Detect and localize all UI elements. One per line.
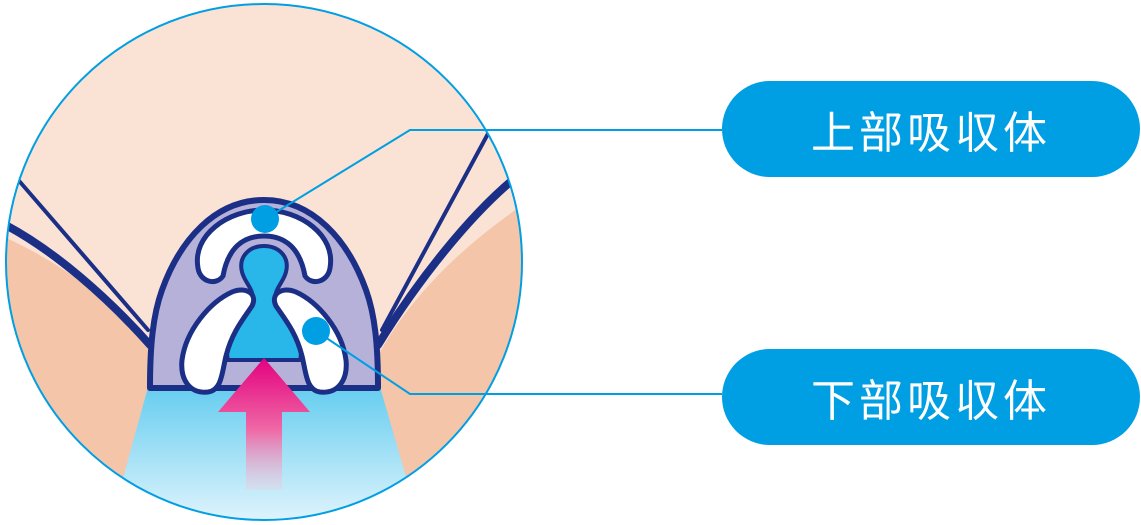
- cross-section-view: [6, 4, 522, 520]
- magnifier-circle: [5, 3, 523, 521]
- left-leg-gather-outer: [6, 218, 154, 349]
- upward-arrow-icon: [218, 358, 310, 490]
- left-leg-gather-inner: [12, 173, 150, 332]
- upper-absorbent-label: 上部吸収体: [722, 81, 1140, 177]
- lower-leader-line: [315, 330, 722, 395]
- upper-leader-line: [264, 129, 722, 220]
- right-leg-gather-outer: [374, 174, 519, 349]
- lower-absorbent-left: [179, 287, 256, 395]
- right-leg-gather-inner: [380, 128, 492, 332]
- lower-absorbent-label: 下部吸収体: [722, 349, 1140, 445]
